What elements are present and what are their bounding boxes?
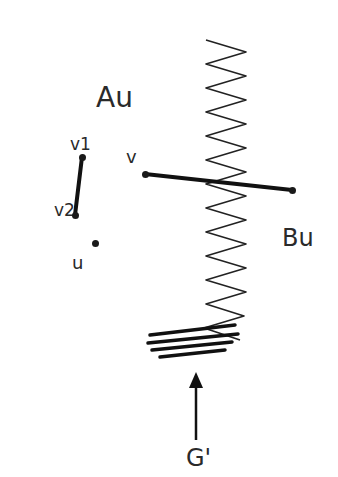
vertex-dot <box>289 187 296 194</box>
oval-fill <box>244 149 328 291</box>
zigzag-region <box>204 40 246 340</box>
edge-line <box>145 174 292 190</box>
region-a-oval: Au v1 v2 v u <box>30 0 235 395</box>
pointer-arrow-shaft <box>195 382 198 440</box>
graph-label: G' <box>186 446 211 470</box>
vertex-label: v1 <box>70 136 91 153</box>
oval-border <box>234 137 338 303</box>
region-b-oval: Bu <box>240 138 336 304</box>
oval-outline <box>30 0 235 395</box>
vertex-dot <box>79 154 86 161</box>
oval-border <box>10 0 253 399</box>
vertex-point: v <box>126 148 150 178</box>
vertex-dot <box>92 240 99 247</box>
region-label: Au <box>96 84 133 112</box>
graph-edge <box>75 157 82 215</box>
region-label: Bu <box>282 226 314 250</box>
vertex-point: v2 <box>54 200 88 226</box>
edge-line <box>75 157 82 215</box>
graph-edge <box>145 174 292 190</box>
pointer-arrow-head <box>189 372 203 388</box>
vertex-label: v <box>126 148 137 166</box>
vertex-dot <box>72 212 79 219</box>
vertex-dot <box>142 171 149 178</box>
vertex-point: v1 <box>70 136 98 162</box>
vertex-label: u <box>72 254 83 272</box>
oval-fill <box>21 5 242 386</box>
hatching <box>148 325 238 357</box>
vertex-point: u <box>70 236 100 276</box>
oval-outline <box>240 138 336 304</box>
